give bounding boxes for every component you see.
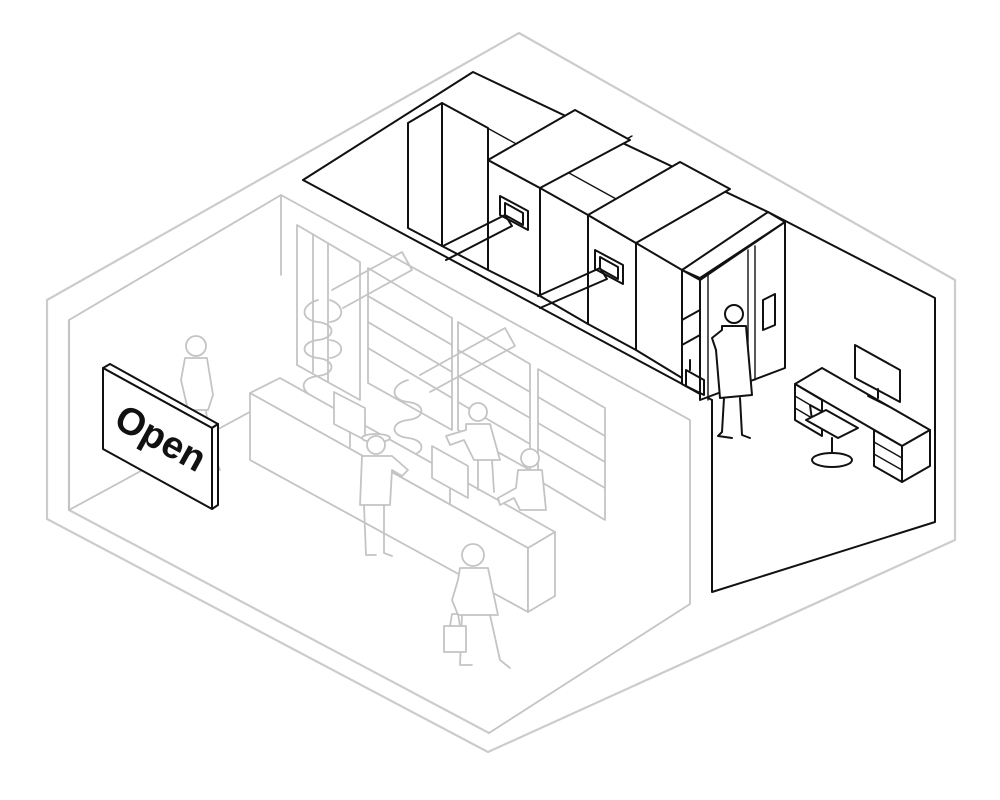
teller-standing [445, 402, 501, 493]
teller-seated [497, 448, 547, 511]
open-sign: Open [102, 363, 219, 510]
woman-walking [180, 335, 221, 471]
visitor-with-bag [443, 543, 511, 669]
customer-with-hat [359, 433, 409, 557]
technician [711, 304, 753, 439]
desk-monitor [854, 344, 901, 407]
mobile-shelving-units [407, 102, 731, 379]
pneumatic-tubes [302, 251, 516, 457]
office-chair [805, 404, 859, 468]
counter-monitors [333, 391, 469, 504]
vault-room-outline [302, 71, 769, 401]
office-room [711, 211, 936, 593]
